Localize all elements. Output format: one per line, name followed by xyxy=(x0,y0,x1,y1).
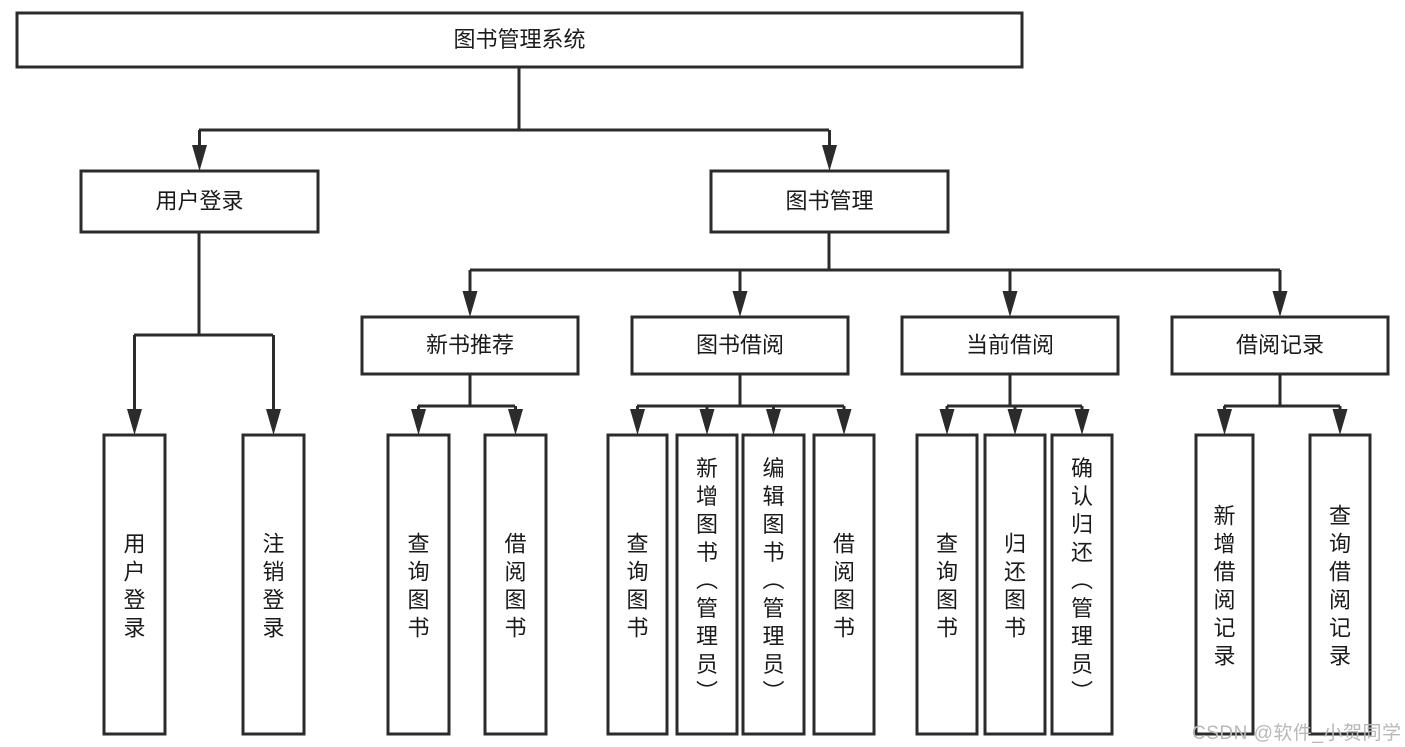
node-leaf-return-book[interactable]: 归还图书 xyxy=(983,433,1047,736)
edge-book-manage-to-current-borrow xyxy=(1002,270,1018,317)
node-label-borrow-record: 借阅记录 xyxy=(1236,332,1324,357)
edge-book-manage-to-book-borrow xyxy=(732,270,748,317)
node-box-leaf-return-book[interactable] xyxy=(983,433,1047,736)
node-label-leaf-query-book-1: 查询图书 xyxy=(407,531,429,640)
node-box-leaf-borrow-book-1[interactable] xyxy=(483,433,548,736)
node-box-leaf-edit-book[interactable] xyxy=(741,433,806,736)
connector-bus-book-manage xyxy=(470,232,1280,272)
node-current-borrow[interactable]: 当前借阅 xyxy=(900,315,1120,376)
node-leaf-edit-book[interactable]: 编辑图书（管理员） xyxy=(741,433,806,736)
connector-bus-current-borrow xyxy=(947,374,1082,408)
connector-layer xyxy=(127,67,1348,435)
node-leaf-user-login[interactable]: 用户登录 xyxy=(102,433,167,736)
connector-bus-book-borrow xyxy=(637,374,844,408)
edge-current-borrow-to-leaf-confirm-return xyxy=(1074,406,1090,435)
edge-new-book-rec-to-leaf-query-book-1 xyxy=(411,406,426,435)
node-box-user-login[interactable] xyxy=(79,169,320,234)
node-label-leaf-query-book-3: 查询图书 xyxy=(936,531,958,640)
node-label-leaf-logout: 注销登录 xyxy=(262,531,284,640)
node-root[interactable]: 图书管理系统 xyxy=(15,11,1024,69)
node-box-current-borrow[interactable] xyxy=(900,315,1120,376)
node-leaf-add-record[interactable]: 新增借阅记录 xyxy=(1194,433,1255,736)
node-label-user-login: 用户登录 xyxy=(155,188,243,213)
node-label-leaf-query-book-2: 查询图书 xyxy=(626,531,648,640)
node-box-leaf-add-book[interactable] xyxy=(675,433,739,736)
node-book-manage[interactable]: 图书管理 xyxy=(709,169,950,234)
node-leaf-confirm-return[interactable]: 确认归还（管理员） xyxy=(1050,433,1114,736)
node-box-leaf-confirm-return[interactable] xyxy=(1050,433,1114,736)
node-label-leaf-add-book: 新增图书（管理员） xyxy=(696,456,718,705)
node-box-leaf-borrow-book-2[interactable] xyxy=(812,433,876,736)
connector-bus-root xyxy=(199,67,829,132)
node-label-leaf-add-record: 新增借阅记录 xyxy=(1213,503,1235,668)
edge-book-borrow-to-leaf-add-book xyxy=(699,406,715,435)
node-box-root[interactable] xyxy=(15,11,1024,69)
node-leaf-add-book[interactable]: 新增图书（管理员） xyxy=(675,433,739,736)
edge-current-borrow-to-leaf-return-book xyxy=(1007,406,1023,435)
node-box-book-borrow[interactable] xyxy=(630,315,850,376)
connector-bus-user-login xyxy=(134,232,273,337)
node-leaf-query-record[interactable]: 查询借阅记录 xyxy=(1308,433,1372,736)
node-label-leaf-borrow-book-2: 借阅图书 xyxy=(833,531,855,640)
node-leaf-query-book-3[interactable]: 查询图书 xyxy=(915,433,979,736)
node-box-leaf-logout[interactable] xyxy=(241,433,306,736)
node-label-root: 图书管理系统 xyxy=(453,27,585,52)
connector-bus-new-book-rec xyxy=(418,374,515,408)
node-box-leaf-query-book-2[interactable] xyxy=(606,433,669,736)
edge-user-login-to-leaf-logout xyxy=(266,335,281,435)
node-leaf-borrow-book-2[interactable]: 借阅图书 xyxy=(812,433,876,736)
node-leaf-borrow-book-1[interactable]: 借阅图书 xyxy=(483,433,548,736)
edge-root-to-user-login xyxy=(192,130,207,171)
edge-root-to-book-manage xyxy=(822,130,837,171)
node-label-leaf-return-book: 归还图书 xyxy=(1004,531,1026,640)
edge-book-manage-to-new-book-rec xyxy=(462,270,478,317)
node-leaf-query-book-2[interactable]: 查询图书 xyxy=(606,433,669,736)
edge-book-borrow-to-leaf-borrow-book-2 xyxy=(836,406,852,435)
node-label-current-borrow: 当前借阅 xyxy=(966,332,1054,357)
node-box-leaf-query-record[interactable] xyxy=(1308,433,1372,736)
node-label-leaf-confirm-return: 确认归还（管理员） xyxy=(1071,456,1093,705)
node-label-leaf-query-record: 查询借阅记录 xyxy=(1329,503,1351,668)
node-box-leaf-query-book-3[interactable] xyxy=(915,433,979,736)
node-layer: 图书管理系统用户登录图书管理新书推荐图书借阅当前借阅借阅记录用户登录注销登录查询… xyxy=(15,11,1390,736)
edge-book-borrow-to-leaf-edit-book xyxy=(766,406,781,435)
node-label-book-borrow: 图书借阅 xyxy=(696,332,784,357)
edge-borrow-record-to-leaf-query-record xyxy=(1332,406,1348,435)
node-label-book-manage: 图书管理 xyxy=(785,188,873,213)
node-leaf-logout[interactable]: 注销登录 xyxy=(241,433,306,736)
node-box-leaf-add-record[interactable] xyxy=(1194,433,1255,736)
node-borrow-record[interactable]: 借阅记录 xyxy=(1170,315,1390,376)
node-box-leaf-user-login[interactable] xyxy=(102,433,167,736)
node-label-leaf-user-login: 用户登录 xyxy=(123,531,145,640)
edge-current-borrow-to-leaf-query-book-3 xyxy=(939,406,955,435)
node-leaf-query-book-1[interactable]: 查询图书 xyxy=(386,433,451,736)
edge-user-login-to-leaf-user-login xyxy=(127,335,142,435)
node-user-login[interactable]: 用户登录 xyxy=(79,169,320,234)
node-label-leaf-borrow-book-1: 借阅图书 xyxy=(504,531,526,640)
node-box-book-manage[interactable] xyxy=(709,169,950,234)
node-label-leaf-edit-book: 编辑图书（管理员） xyxy=(762,456,784,705)
edge-new-book-rec-to-leaf-borrow-book-1 xyxy=(508,406,523,435)
edge-book-manage-to-borrow-record xyxy=(1272,270,1288,317)
node-new-book-rec[interactable]: 新书推荐 xyxy=(360,315,580,376)
node-box-leaf-query-book-1[interactable] xyxy=(386,433,451,736)
node-book-borrow[interactable]: 图书借阅 xyxy=(630,315,850,376)
node-box-borrow-record[interactable] xyxy=(1170,315,1390,376)
edge-book-borrow-to-leaf-query-book-2 xyxy=(630,406,645,435)
node-box-new-book-rec[interactable] xyxy=(360,315,580,376)
connector-bus-borrow-record xyxy=(1224,374,1340,408)
edge-borrow-record-to-leaf-add-record xyxy=(1217,406,1232,435)
node-label-new-book-rec: 新书推荐 xyxy=(426,332,514,357)
